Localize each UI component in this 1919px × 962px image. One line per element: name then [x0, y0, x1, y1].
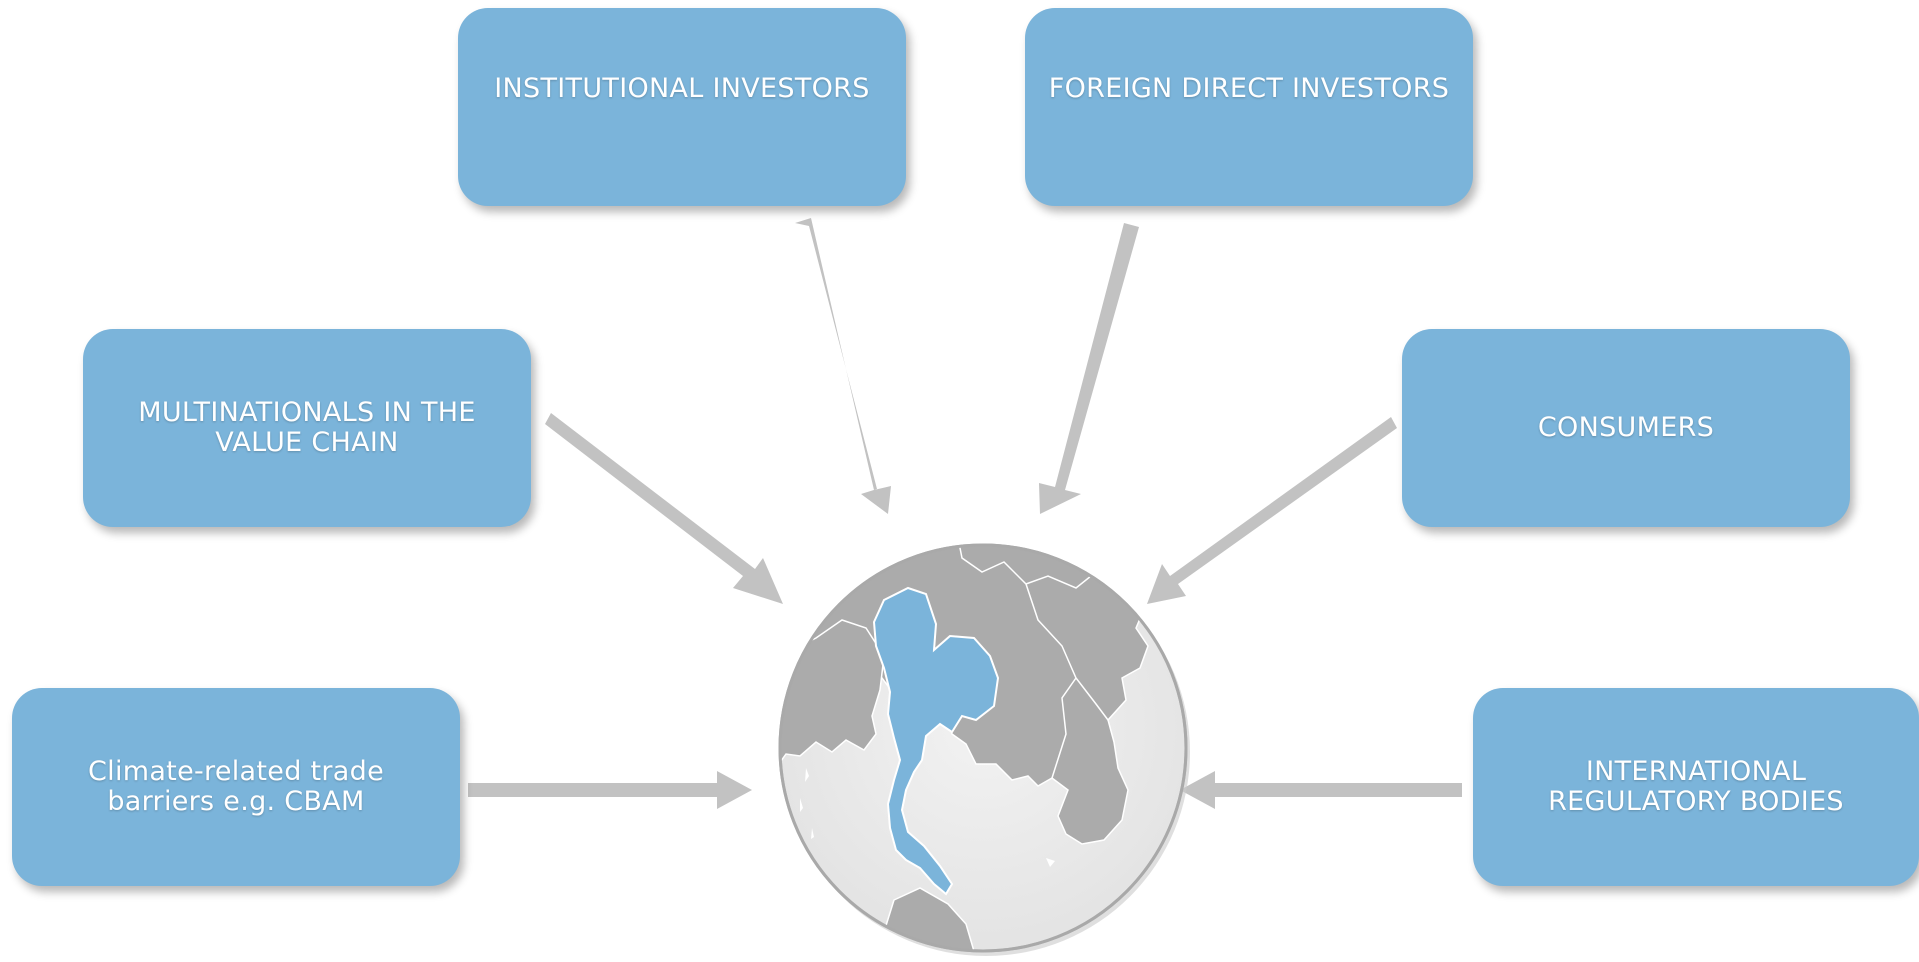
globe-rim: [778, 543, 1188, 953]
land-west: [780, 619, 885, 771]
climate-trade-barriers-label: Climate-related trade barriers e.g. CBAM: [87, 756, 384, 817]
foreign-direct-investors-label: FOREIGN DIRECT INVESTORS: [1048, 73, 1450, 105]
multinationals-label: MULTINATIONALS IN THE VALUE CHAIN: [138, 397, 476, 458]
institutional-investors-box: INSTITUTIONAL INVESTORS: [458, 8, 906, 206]
globe-thailand-map: [778, 543, 1190, 956]
multinationals-box: MULTINATIONALS IN THE VALUE CHAIN: [83, 329, 531, 527]
foreign-direct-investors-box: FOREIGN DIRECT INVESTORS: [1025, 8, 1473, 206]
arrow-climate-trade-barriers: [468, 771, 752, 809]
institutional-investors-label: INSTITUTIONAL INVESTORS: [494, 73, 870, 105]
consumers-box: CONSUMERS: [1402, 329, 1850, 527]
arrow-institutional-investors: [795, 218, 891, 514]
consumers-label: CONSUMERS: [1537, 412, 1715, 444]
regulatory-bodies-box: INTERNATIONAL REGULATORY BODIES: [1473, 688, 1919, 886]
arrow-regulatory-bodies: [1180, 771, 1462, 809]
thailand-highlight: [872, 586, 1000, 896]
arrow-consumers: [1147, 417, 1397, 604]
arrow-multinationals: [545, 413, 783, 604]
climate-trade-barriers-box: Climate-related trade barriers e.g. CBAM: [12, 688, 460, 886]
arrow-foreign-direct-investors: [1039, 223, 1139, 514]
regulatory-bodies-label: INTERNATIONAL REGULATORY BODIES: [1548, 756, 1844, 817]
